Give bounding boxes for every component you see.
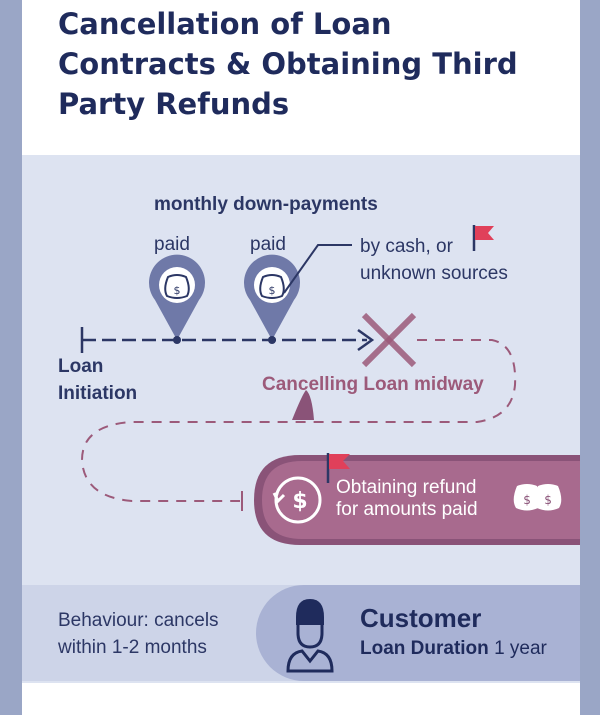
paid-label-1: paid	[154, 234, 190, 255]
payment-source-line-2: unknown sources	[360, 263, 508, 284]
loan-initiation-line-1: Loan	[58, 356, 104, 377]
payment-pin-1: $	[149, 254, 205, 344]
svg-text:$: $	[269, 284, 276, 297]
flag-icon	[472, 225, 494, 251]
loan-diagram-panel: $ $	[22, 155, 580, 683]
paid-label-2: paid	[250, 234, 286, 255]
money-bag-icon: $	[534, 484, 562, 511]
loan-initiation-label: Loan Initiation	[58, 353, 137, 407]
infographic-card: Cancellation of Loan Contracts & Obtaini…	[22, 0, 580, 715]
refund-line-1: Obtaining refund	[336, 477, 477, 498]
money-bag-icon: $	[259, 274, 285, 299]
svg-text:$: $	[544, 493, 552, 507]
behaviour-line-2: within 1-2 months	[58, 637, 207, 658]
persona-title: Customer	[360, 603, 482, 633]
svg-text:$: $	[174, 284, 181, 297]
page-title: Cancellation of Loan Contracts & Obtaini…	[58, 7, 518, 121]
behaviour-line-1: Behaviour: cancels	[58, 610, 219, 631]
payment-source-note: by cash, or unknown sources	[360, 233, 508, 287]
loan-flow-diagram: $ $	[80, 225, 580, 545]
payment-pin-2: $	[244, 254, 300, 344]
customer-icon	[286, 599, 334, 673]
down-payments-header: monthly down-payments	[154, 194, 378, 215]
cancel-x-icon	[361, 312, 417, 368]
svg-text:$: $	[523, 493, 531, 507]
money-bag-icon: $	[164, 274, 190, 299]
refund-dollar-icon: $	[272, 476, 322, 524]
money-bag-icon: $	[513, 484, 541, 511]
timeline-arrowhead	[357, 328, 375, 352]
cancelling-label: Cancelling Loan midway	[262, 374, 484, 395]
behaviour-text: Behaviour: cancels within 1-2 months	[58, 607, 219, 661]
duration-value: 1 year	[494, 638, 547, 659]
cancellation-return-path	[80, 339, 517, 502]
refund-callout	[254, 390, 580, 545]
loan-initiation-line-2: Initiation	[58, 383, 138, 404]
svg-text:$: $	[292, 489, 307, 514]
source-note-leader	[283, 244, 352, 294]
duration-label: Loan Duration	[360, 638, 489, 659]
loan-duration: Loan Duration 1 year	[360, 637, 547, 660]
payment-source-line-1: by cash, or	[360, 236, 453, 257]
flag-icon	[326, 453, 350, 483]
refund-line-2: for amounts paid	[336, 499, 478, 520]
refund-label: Obtaining refund for amounts paid	[336, 477, 478, 521]
